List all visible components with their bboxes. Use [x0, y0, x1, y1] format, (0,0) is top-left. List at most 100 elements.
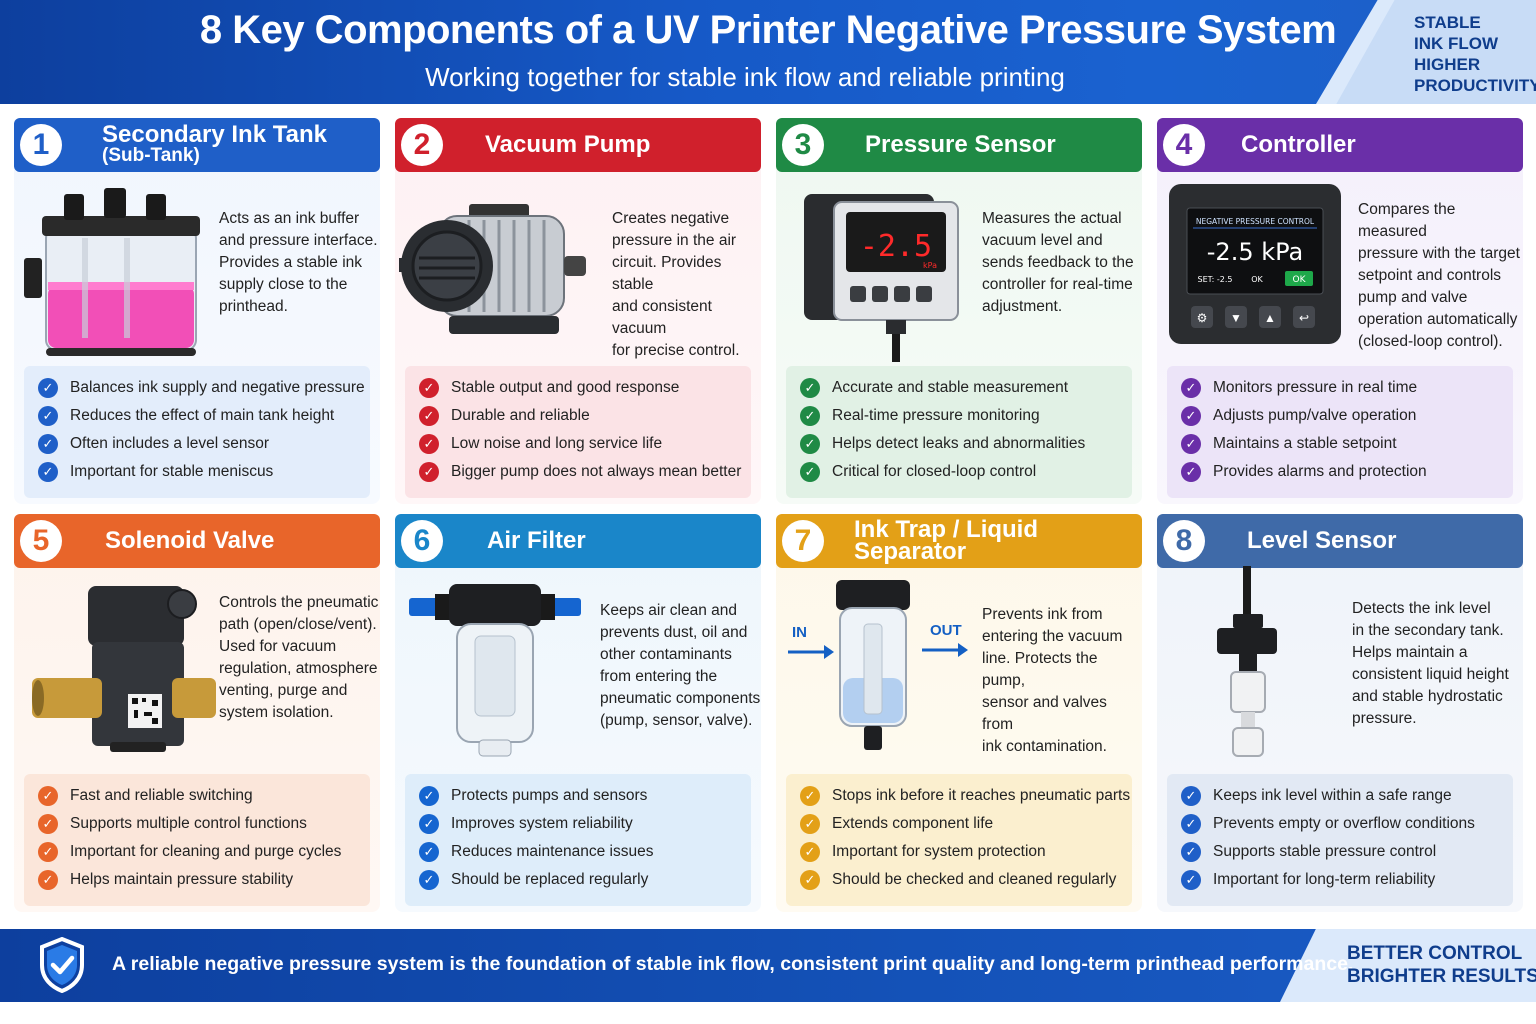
list-item: ✓Important for cleaning and purge cycles — [38, 838, 370, 866]
list-item: ✓ Real-time pressure monitoring — [800, 402, 1132, 430]
card-secondary-ink-tank: 1 Secondary Ink Tank (Sub-Tank) Acts as … — [14, 118, 380, 504]
check-icon: ✓ — [1181, 462, 1201, 482]
level-sensor-icon — [1217, 566, 1277, 757]
list-item-text: Real-time pressure monitoring — [832, 407, 1040, 424]
list-item: ✓ Durable and reliable — [419, 402, 751, 430]
list-item: ✓Prevents empty or overflow conditions — [1181, 810, 1513, 838]
list-item: ✓Provides alarms and protection — [1181, 458, 1513, 486]
desc-line: pressure. — [1352, 710, 1417, 727]
card-header: 8 Level Sensor — [1157, 514, 1523, 568]
desc-line: sends feedback to the — [982, 254, 1134, 271]
list-item: ✓Important for stable meniscus — [38, 458, 370, 486]
card-bullet-list: ✓Stops ink before it reaches pneumatic p… — [786, 774, 1132, 906]
card-number-badge: 7 — [782, 520, 824, 562]
desc-line: pressure with the target — [1358, 245, 1520, 262]
list-item: ✓Critical for closed-loop control — [800, 458, 1132, 486]
list-item-text: Accurate and stable measurement — [832, 379, 1069, 396]
check-icon: ✓ — [800, 842, 820, 862]
card-title-line: Controller — [1241, 131, 1356, 158]
check-icon: ✓ — [38, 870, 58, 890]
card-bullet-list: ✓ Monitors pressure in real time ✓Adjusts… — [1167, 366, 1513, 498]
ink-trap-icon — [788, 580, 968, 750]
header-banner: 8 Key Components of a UV Printer Negativ… — [0, 0, 1536, 104]
card-title: Ink Trap / Liquid Separator — [838, 514, 1134, 568]
list-item: ✓Stops ink before it reaches pneumatic p… — [800, 782, 1132, 810]
card-bullet-list: ✓Protects pumps and sensors ✓Improves sy… — [405, 774, 751, 906]
check-icon: ✓ — [1181, 814, 1201, 834]
footer-corner-line: BETTER CONTROL — [1347, 943, 1523, 964]
list-item-text: Monitors pressure in real time — [1213, 379, 1418, 396]
list-item-text: Durable and reliable — [451, 407, 590, 424]
check-icon: ✓ — [419, 406, 439, 426]
list-item: ✓Should be checked and cleaned regularly — [800, 866, 1132, 894]
list-item-text: Should be checked and cleaned regularly — [832, 871, 1117, 888]
card-solenoid-valve: 5 Solenoid Valve Controls the pneumatic … — [14, 514, 380, 912]
solenoid-valve-icon — [32, 586, 216, 752]
list-item-text: Maintains a stable setpoint — [1213, 435, 1397, 452]
svg-text:↩: ↩ — [1299, 311, 1309, 325]
check-icon: ✓ — [800, 406, 820, 426]
screen-ok-text: OK — [1251, 275, 1263, 284]
card-title-line: Secondary Ink Tank — [102, 121, 327, 148]
desc-line: other contaminants — [600, 646, 732, 663]
list-item: ✓Often includes a level sensor — [38, 430, 370, 458]
card-description: Compares the measured pressure with the … — [1358, 199, 1523, 353]
card-header: 5 Solenoid Valve — [14, 514, 380, 568]
footer-text: A reliable negative pressure system is t… — [112, 953, 1354, 975]
corner-line: HIGHER — [1414, 55, 1481, 74]
card-number-badge: 8 — [1163, 520, 1205, 562]
card-bullet-list: ✓Keeps ink level within a safe range ✓Pr… — [1167, 774, 1513, 906]
card-description: Creates negative pressure in the air cir… — [612, 208, 761, 362]
svg-text:▼: ▼ — [1230, 311, 1242, 325]
desc-line: adjustment. — [982, 298, 1063, 315]
desc-line: prevents dust, oil and — [600, 624, 748, 641]
list-item: ✓Accurate and stable measurement — [800, 374, 1132, 402]
card-title: Solenoid Valve — [76, 514, 372, 568]
list-item: ✓Balances ink supply and negative pressu… — [38, 374, 370, 402]
desc-line: Measures the actual — [982, 210, 1122, 227]
desc-line: Controls the pneumatic — [219, 594, 379, 611]
check-icon: ✓ — [800, 786, 820, 806]
card-title-line: Air Filter — [487, 527, 586, 554]
list-item-text: Extends component life — [832, 815, 994, 832]
card-title: Pressure Sensor — [838, 118, 1134, 172]
desc-line: supply close to the — [219, 276, 348, 293]
svg-text:▲: ▲ — [1264, 311, 1276, 325]
screen-value: -2.5 kPa — [1207, 238, 1303, 266]
desc-line: (pump, sensor, valve). — [600, 712, 753, 729]
check-icon: ✓ — [38, 406, 58, 426]
list-item: ✓Keeps ink level within a safe range — [1181, 782, 1513, 810]
card-number-badge: 1 — [20, 124, 62, 166]
footer-banner: A reliable negative pressure system is t… — [0, 929, 1536, 1002]
list-item-text: Keeps ink level within a safe range — [1213, 787, 1452, 804]
card-number-badge: 5 — [20, 520, 62, 562]
list-item-text: Bigger pump does not always mean better — [451, 463, 742, 480]
list-item: ✓Extends component life — [800, 810, 1132, 838]
check-icon: ✓ — [1181, 406, 1201, 426]
card-title-subline: (Sub-Tank) — [102, 145, 200, 166]
check-icon: ✓ — [1181, 870, 1201, 890]
check-icon: ✓ — [38, 842, 58, 862]
list-item-text: Helps detect leaks and abnormalities — [832, 435, 1086, 452]
list-item-text: Balances ink supply and negative pressur… — [70, 379, 365, 396]
list-item: ✓Adjusts pump/valve operation — [1181, 402, 1513, 430]
list-item: ✓Fast and reliable switching — [38, 782, 370, 810]
desc-line: (closed-loop control). — [1358, 333, 1503, 350]
desc-line: Keeps air clean and — [600, 602, 738, 619]
desc-line: and pressure interface. — [219, 232, 378, 249]
desc-line: Compares the measured — [1358, 201, 1456, 240]
desc-line: line. Protects the pump, — [982, 650, 1098, 689]
list-item-text: Helps maintain pressure stability — [70, 871, 294, 888]
sensor-display-unit: kPa — [923, 261, 937, 270]
ink-tank-icon — [24, 188, 200, 356]
check-icon: ✓ — [800, 462, 820, 482]
check-icon: ✓ — [419, 378, 439, 398]
card-number-badge: 3 — [782, 124, 824, 166]
desc-line: pressure in the air — [612, 232, 737, 249]
check-icon: ✓ — [419, 814, 439, 834]
list-item-text: Low noise and long service life — [451, 435, 663, 452]
check-icon: ✓ — [1181, 434, 1201, 454]
in-label: IN — [792, 624, 807, 641]
card-description: Measures the actual vacuum level and sen… — [982, 208, 1134, 318]
desc-line: entering the vacuum — [982, 628, 1123, 645]
